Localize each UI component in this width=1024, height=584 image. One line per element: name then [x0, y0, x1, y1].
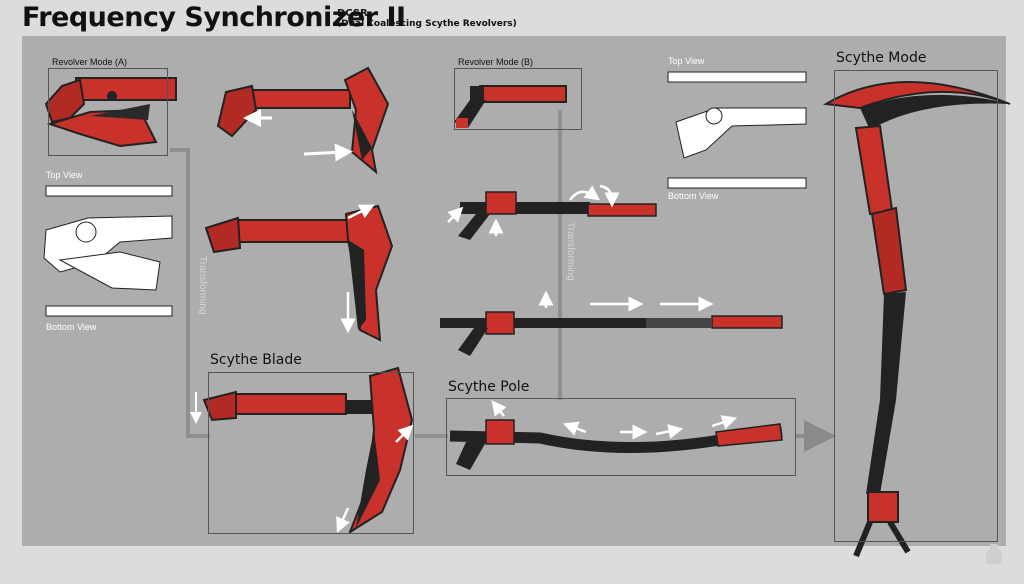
- top-view-right-label: Top View: [668, 56, 705, 66]
- transforming-left-label: Transforming: [197, 256, 208, 315]
- scythe-pole-label: Scythe Pole: [448, 379, 530, 395]
- revolver-b-frame: [454, 68, 582, 130]
- scythe-pole-illustration: [449, 400, 783, 470]
- revolver-b-label: Revolver Mode (B): [458, 57, 534, 67]
- title-code: DCSR: [337, 8, 368, 19]
- revolver-b-transform-2: [440, 290, 783, 356]
- bottom-view-right-label: Bottom View: [668, 191, 719, 201]
- revolver-a-illustration: [44, 77, 177, 148]
- top-view-left-label: Top View: [46, 170, 83, 180]
- scythe-pole-frame: [446, 398, 796, 476]
- revolver-b-illustration: [454, 85, 567, 128]
- signature-mark: [986, 544, 1002, 564]
- revolver-b-transform-1: [447, 184, 657, 240]
- scythe-mode-label: Scythe Mode: [836, 50, 927, 66]
- transform-step-1: [216, 66, 390, 175]
- right-views-illustration: [667, 71, 807, 189]
- scythe-mode-frame: [834, 70, 998, 542]
- transform-step-2: [204, 204, 394, 342]
- scythe-mode-illustration: [822, 81, 1011, 558]
- bottom-view-left-label: Bottom View: [46, 322, 97, 332]
- transforming-right-label: Transforming: [565, 222, 576, 281]
- flow-lines: [170, 110, 836, 452]
- revolver-a-frame: [48, 68, 168, 156]
- scythe-blade-illustration: [190, 366, 414, 535]
- left-views-illustration: [43, 185, 173, 317]
- title-subtitle: (Dual Coalescing Scythe Revolvers): [337, 19, 517, 29]
- scythe-blade-label: Scythe Blade: [210, 352, 302, 368]
- page-title: Frequency Synchronizer II: [22, 2, 406, 33]
- scythe-blade-frame: [208, 372, 414, 534]
- revolver-a-label: Revolver Mode (A): [52, 57, 128, 67]
